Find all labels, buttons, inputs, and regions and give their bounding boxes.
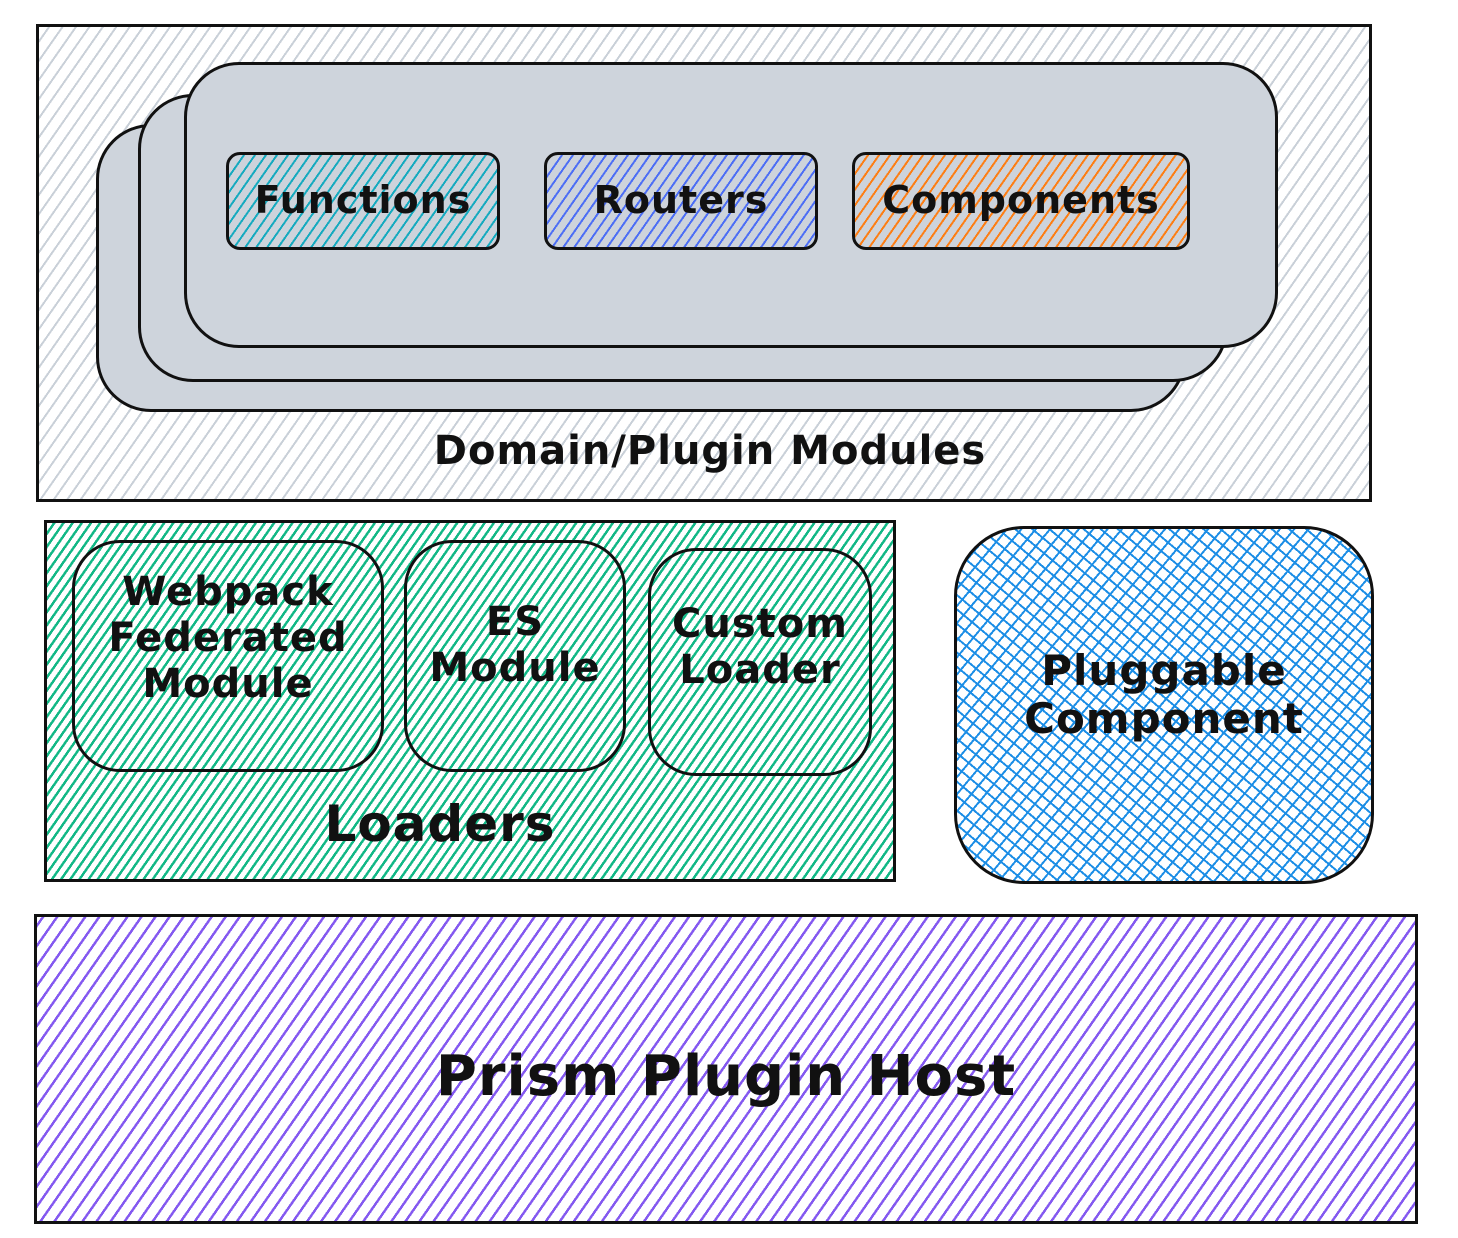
loader-es-module: ES Module (404, 540, 626, 772)
pluggable-component-label: Pluggable Component (1024, 646, 1304, 744)
components-label: Components (882, 178, 1160, 222)
loader-es-label: ES Module (429, 599, 601, 691)
loader-webpack-federated-module: Webpack Federated Module (72, 540, 384, 772)
pluggable-component-box: Pluggable Component (954, 526, 1374, 884)
functions-box: Functions (226, 152, 500, 250)
prism-plugin-host-label: Prism Plugin Host (435, 1044, 1017, 1109)
loaders-frame (44, 520, 896, 882)
loader-webpack-label: Webpack Federated Module (108, 569, 348, 707)
loaders-label: Loaders (324, 795, 556, 853)
routers-box: Routers (544, 152, 818, 250)
prism-plugin-host-box: Prism Plugin Host (34, 914, 1418, 1224)
components-box: Components (852, 152, 1190, 250)
routers-label: Routers (593, 178, 769, 222)
loader-custom-loader: Custom Loader (648, 548, 872, 776)
domain-modules-label: Domain/Plugin Modules (433, 428, 987, 474)
loader-custom-label: Custom Loader (672, 601, 848, 693)
functions-label: Functions (254, 178, 472, 222)
